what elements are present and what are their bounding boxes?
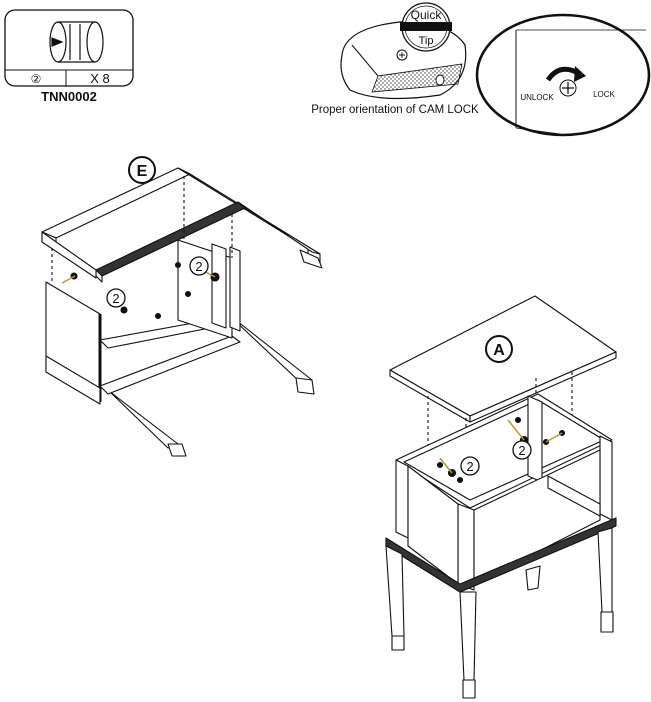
top-cam-callout-2: 2	[512, 440, 532, 460]
frame-cam-callout-2: 2	[189, 256, 209, 276]
lock-label: LOCK	[593, 90, 615, 99]
part-code: TNN0002	[41, 89, 97, 104]
cam-lock-detail: UNLOCK LOCK	[475, 13, 651, 137]
frame-step-marker: E	[128, 156, 156, 184]
frame-assembly-e	[41, 167, 323, 457]
top-step-letter: A	[493, 342, 505, 359]
frame-cam-callout-1: 2	[106, 288, 126, 308]
quick-tip-caption: Proper orientation of CAM LOCK	[311, 104, 479, 116]
unlock-label: UNLOCK	[520, 93, 554, 102]
frame-step-letter: E	[137, 163, 148, 180]
top-cam-callout-1: 2	[460, 456, 480, 476]
frame-cam-callout-1-number: 2	[112, 291, 119, 306]
quick-tip-badge-bottom: Tip	[419, 35, 434, 47]
cam-lock-icon	[49, 21, 104, 63]
top-step-marker: A	[485, 335, 513, 363]
top-cam-callout-1-number: 2	[466, 459, 473, 474]
hardware-part-box: ② X 8	[4, 9, 134, 87]
frame-cam-callout-2-number: 2	[195, 259, 202, 274]
quick-tip-badge-top: Quick	[411, 8, 443, 22]
part-quantity: X 8	[90, 71, 110, 86]
top-cam-callout-2-number: 2	[518, 443, 525, 458]
part-callout: ②	[31, 72, 42, 86]
quick-tip-badge: Quick Tip	[400, 2, 452, 52]
